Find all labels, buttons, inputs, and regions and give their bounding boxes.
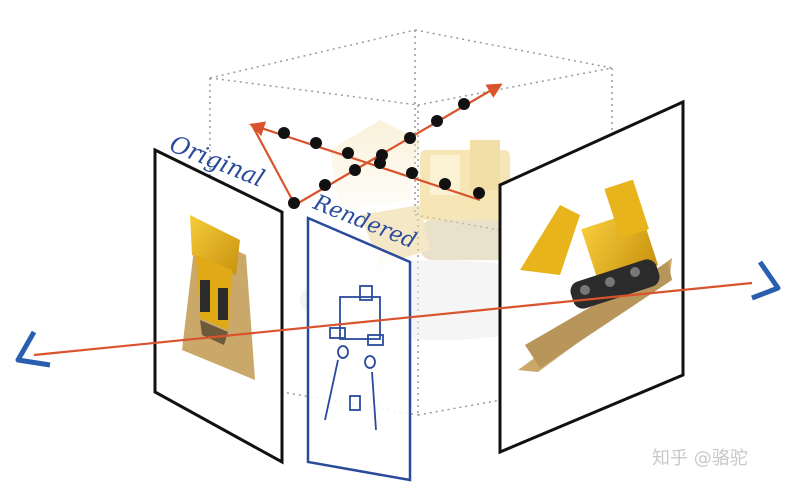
sample-points (278, 98, 485, 209)
original-image-plane (153, 147, 284, 465)
watermark: 知乎 @骆驼 (652, 448, 748, 469)
sample-point (458, 98, 470, 110)
sample-point (439, 178, 451, 190)
sample-point (349, 164, 361, 176)
sample-point (342, 147, 354, 159)
rendered-image-plane (306, 216, 412, 482)
sample-point (288, 197, 300, 209)
sample-point (406, 167, 418, 179)
sample-point (278, 127, 290, 139)
sample-point (473, 187, 485, 199)
sample-point (374, 157, 386, 169)
ray-left (251, 124, 296, 206)
camera-marker-right-icon (751, 260, 781, 301)
sample-point (319, 179, 331, 191)
rendered-sketch (324, 285, 384, 431)
right-image-plane (498, 99, 685, 455)
main-ray (33, 281, 753, 357)
sample-point (404, 132, 416, 144)
right-bulldozer-photo (518, 179, 672, 372)
sample-point (431, 115, 443, 127)
sample-point (310, 137, 322, 149)
camera-marker-left-icon (15, 330, 51, 368)
original-bulldozer-photo (182, 215, 255, 380)
